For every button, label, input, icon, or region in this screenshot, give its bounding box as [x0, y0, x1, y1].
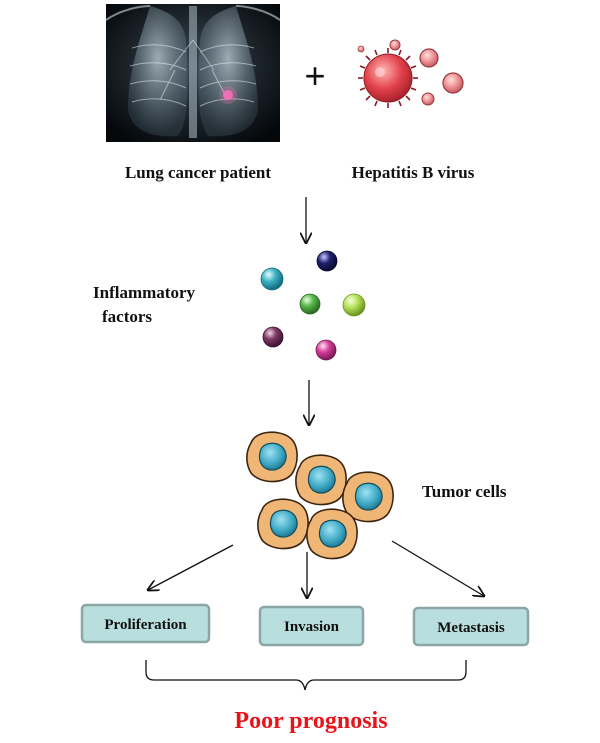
inflammatory-label-line1: Inflammatory	[93, 283, 195, 302]
factor-sphere-green	[299, 293, 321, 315]
tumor-cells-label: Tumor cells	[422, 482, 507, 501]
tumor-cells-cluster	[246, 431, 394, 560]
arrow-to-metastasis	[391, 540, 484, 596]
tumor-cell	[306, 508, 358, 560]
outcome-label: Metastasis	[437, 620, 505, 636]
arrow-to-proliferation	[148, 544, 234, 590]
inflammatory-label-line2: factors	[102, 307, 152, 326]
outcome-box-metastasis: Metastasis	[412, 606, 530, 647]
hepatitis-b-virus-label: Hepatitis B virus	[352, 163, 475, 182]
poor-prognosis-label: Poor prognosis	[234, 708, 387, 734]
factor-sphere-purple	[262, 326, 284, 348]
outcome-label: Invasion	[284, 619, 340, 635]
plus-sign: +	[304, 55, 325, 96]
grouping-brace	[145, 660, 467, 691]
lung-cancer-patient-label: Lung cancer patient	[125, 163, 271, 182]
outcome-box-proliferation: Proliferation	[80, 603, 211, 644]
tumor-cell	[257, 498, 309, 550]
lung-xray-image	[105, 4, 281, 142]
inflammatory-factor-spheres	[260, 250, 366, 361]
tumor-cell	[295, 454, 347, 506]
hepatitis-b-virus-icon	[357, 39, 464, 108]
factor-sphere-lime	[342, 293, 366, 317]
factor-sphere-navy	[316, 250, 338, 272]
outcome-label: Proliferation	[104, 617, 187, 633]
outcome-box-invasion: Invasion	[258, 605, 365, 647]
tumor-cell	[342, 471, 394, 523]
factor-sphere-magenta	[315, 339, 337, 361]
tumor-cell	[246, 431, 298, 483]
factor-sphere-cyan	[260, 267, 284, 291]
